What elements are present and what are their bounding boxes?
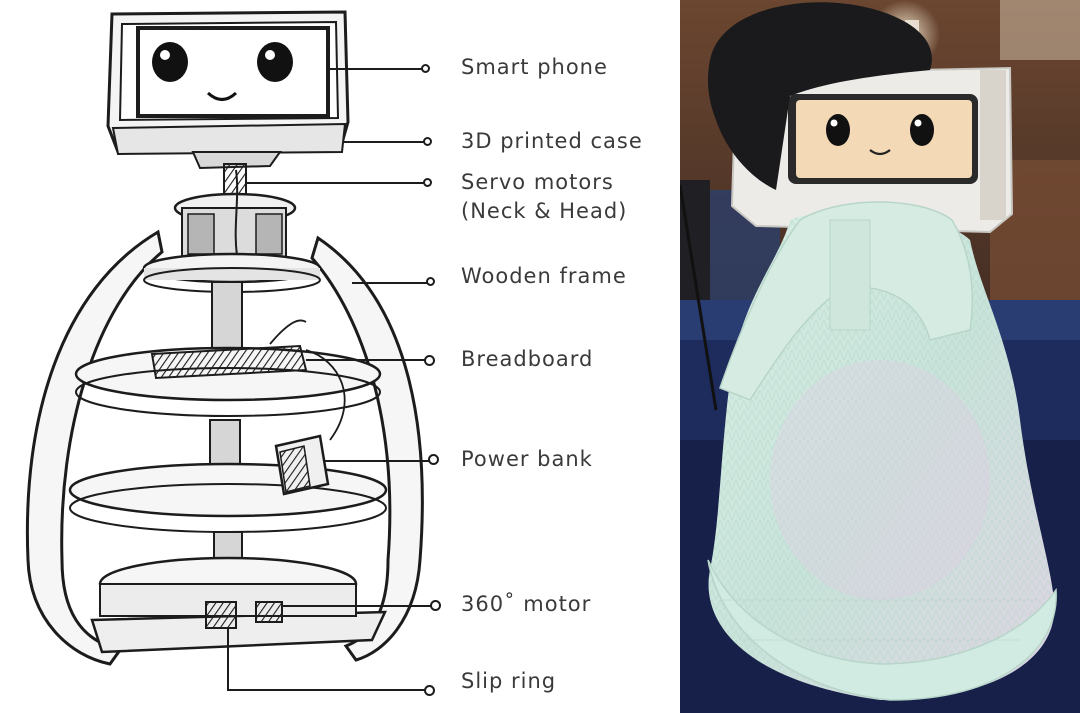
- sketch-panel: Smart phone 3D printed case Servo motors…: [25, 10, 643, 696]
- label-servo-motors-detail: (Neck & Head): [461, 199, 628, 223]
- robot-photo: [680, 0, 1080, 713]
- leader-smart-phone: [330, 68, 426, 70]
- label-360-motor: 360˚ motor: [461, 592, 592, 616]
- robot-sketch: [25, 10, 428, 691]
- sketch-head: [106, 10, 350, 156]
- leader-breadboard: [306, 359, 430, 361]
- label-slip-ring: Slip ring: [461, 669, 557, 693]
- leader-servo: [246, 182, 428, 184]
- label-3d-printed-case: 3D printed case: [461, 129, 643, 153]
- leader-frame: [352, 282, 430, 284]
- robot-photo-illustration: [680, 0, 1080, 713]
- label-power-bank: Power bank: [461, 447, 593, 471]
- dot-case: [423, 137, 432, 146]
- sketch-wooden-frame: [25, 229, 424, 666]
- leader-360-motor: [282, 605, 432, 607]
- sketch-neck: [173, 151, 297, 263]
- leader-case: [344, 141, 428, 143]
- sketch-breadboard: [150, 319, 346, 441]
- dot-servo: [423, 178, 432, 187]
- dot-smart-phone: [421, 64, 430, 73]
- dot-power-bank: [428, 454, 439, 465]
- dot-frame: [426, 277, 435, 286]
- sketch-360-motor: [205, 601, 428, 691]
- label-breadboard: Breadboard: [461, 347, 594, 371]
- sketch-shelves: [68, 252, 388, 617]
- photo-hat: [708, 2, 932, 190]
- label-servo-motors: Servo motors: [461, 170, 614, 194]
- photo-sweater: [707, 201, 1057, 701]
- label-smart-phone: Smart phone: [461, 55, 608, 79]
- leader-power-bank: [324, 460, 432, 462]
- photo-robot-head: [730, 66, 1014, 234]
- dot-360-motor: [430, 600, 441, 611]
- label-wooden-frame: Wooden frame: [461, 264, 627, 288]
- dot-slip-ring: [424, 685, 435, 696]
- sketch-power-bank: [274, 434, 330, 496]
- robot-face-icon: [152, 42, 293, 101]
- dot-breadboard: [424, 355, 435, 366]
